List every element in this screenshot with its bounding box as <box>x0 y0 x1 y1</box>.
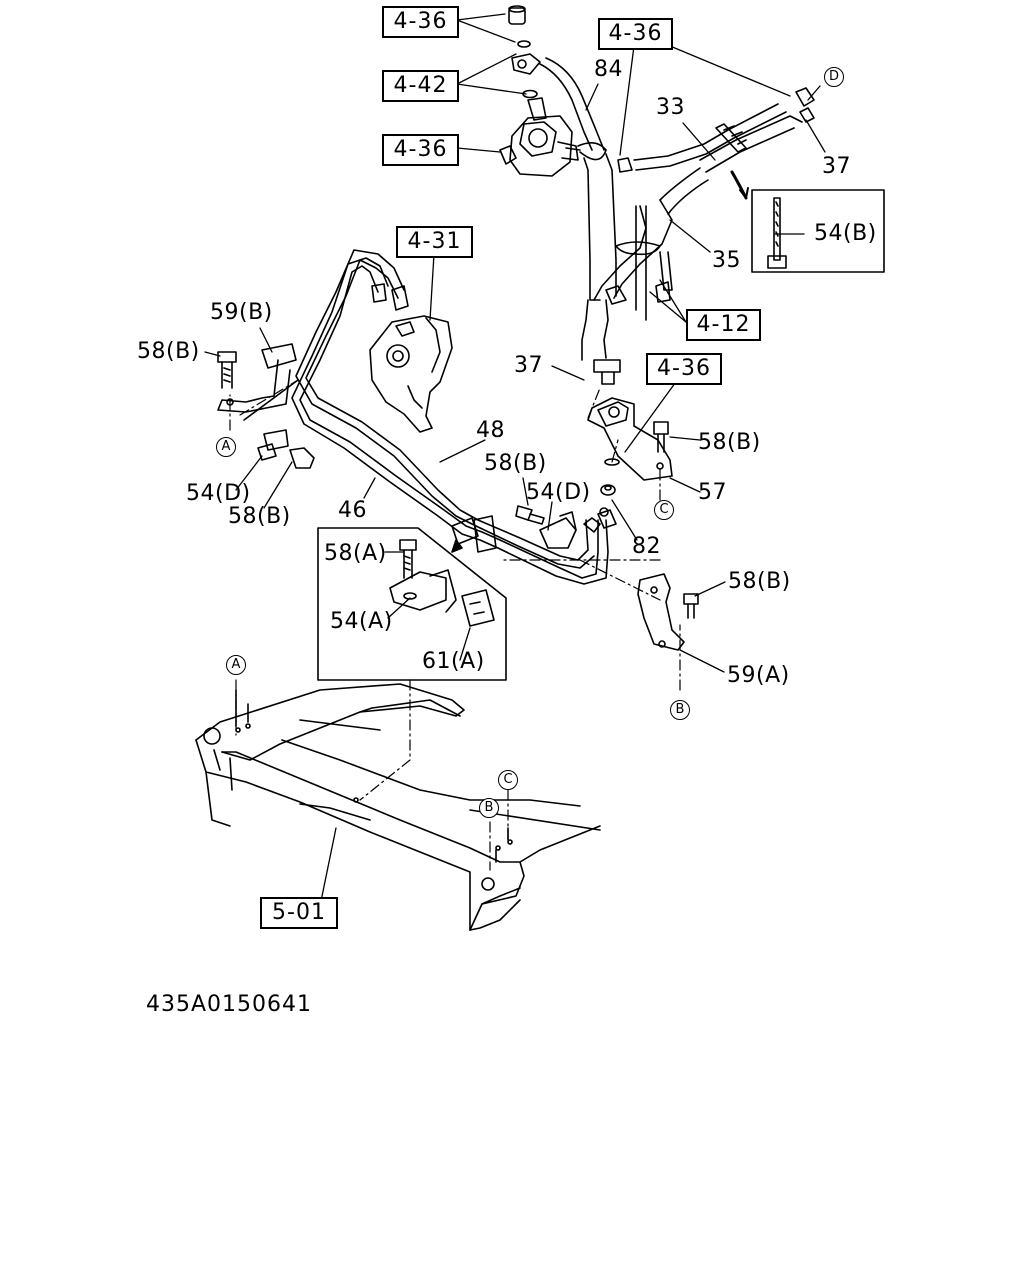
pump-assembly <box>499 5 581 177</box>
part-label-84: 84 <box>594 57 623 82</box>
part-label-58b-left: 58(B) <box>137 339 200 364</box>
part-label-33: 33 <box>656 95 685 120</box>
ref-box-4-36-right: 4-36 <box>598 18 673 50</box>
part-label-48: 48 <box>476 418 505 443</box>
hose-33-35 <box>593 87 815 385</box>
ref-box-4-31: 4-31 <box>396 226 473 258</box>
ref-box-5-01: 5-01 <box>260 897 338 929</box>
marker-b-mid: B <box>670 700 690 720</box>
part-label-58b-mid: 58(B) <box>484 451 547 476</box>
detail-inset <box>317 527 507 681</box>
part-label-35: 35 <box>712 248 741 273</box>
steering-gear-box <box>369 283 453 433</box>
marker-d-top: D <box>824 67 844 87</box>
part-label-59b: 59(B) <box>210 300 273 325</box>
bracket-59a <box>637 573 699 651</box>
part-label-58b-right-top: 58(B) <box>698 430 761 455</box>
part-label-82: 82 <box>632 534 661 559</box>
part-label-59a: 59(A) <box>727 663 790 688</box>
marker-b-frame: B <box>479 798 499 818</box>
ref-box-4-36-top: 4-36 <box>382 6 459 38</box>
marker-a-frame: A <box>226 655 246 675</box>
ref-box-4-36-pump: 4-36 <box>382 134 459 166</box>
ref-box-4-36-mid: 4-36 <box>646 353 722 385</box>
part-label-37-top: 37 <box>822 154 851 179</box>
bolt-mid <box>515 505 545 525</box>
clamp-cluster <box>451 507 617 553</box>
pipe-46 <box>295 249 595 569</box>
left-bracket-group <box>217 343 315 469</box>
cross-member-frame <box>195 683 601 931</box>
marker-a-left: A <box>216 437 236 457</box>
bracket-57 <box>587 397 673 496</box>
part-label-54d-mid: 54(D) <box>526 480 591 505</box>
leader-lines <box>204 13 826 907</box>
drawing-number: 435A0150641 <box>146 992 313 1017</box>
ref-box-4-42: 4-42 <box>382 70 459 102</box>
part-label-58b-right-low: 58(B) <box>728 569 791 594</box>
marker-c-mid: C <box>654 500 674 520</box>
part-label-37-mid: 37 <box>514 353 543 378</box>
part-label-58a: 58(A) <box>324 541 387 566</box>
marker-c-frame: C <box>498 770 518 790</box>
part-label-57: 57 <box>698 480 727 505</box>
ref-box-4-12: 4-12 <box>686 309 761 341</box>
part-label-54b: 54(B) <box>814 221 877 246</box>
hose-84 <box>539 57 617 361</box>
cable-tie-inset <box>730 170 885 273</box>
part-label-58b-left-low: 58(B) <box>228 504 291 529</box>
part-label-61a: 61(A) <box>422 649 485 674</box>
part-label-46: 46 <box>338 498 367 523</box>
part-label-54d-left: 54(D) <box>186 481 251 506</box>
part-label-54a: 54(A) <box>330 609 393 634</box>
pipe-48 <box>291 257 609 585</box>
